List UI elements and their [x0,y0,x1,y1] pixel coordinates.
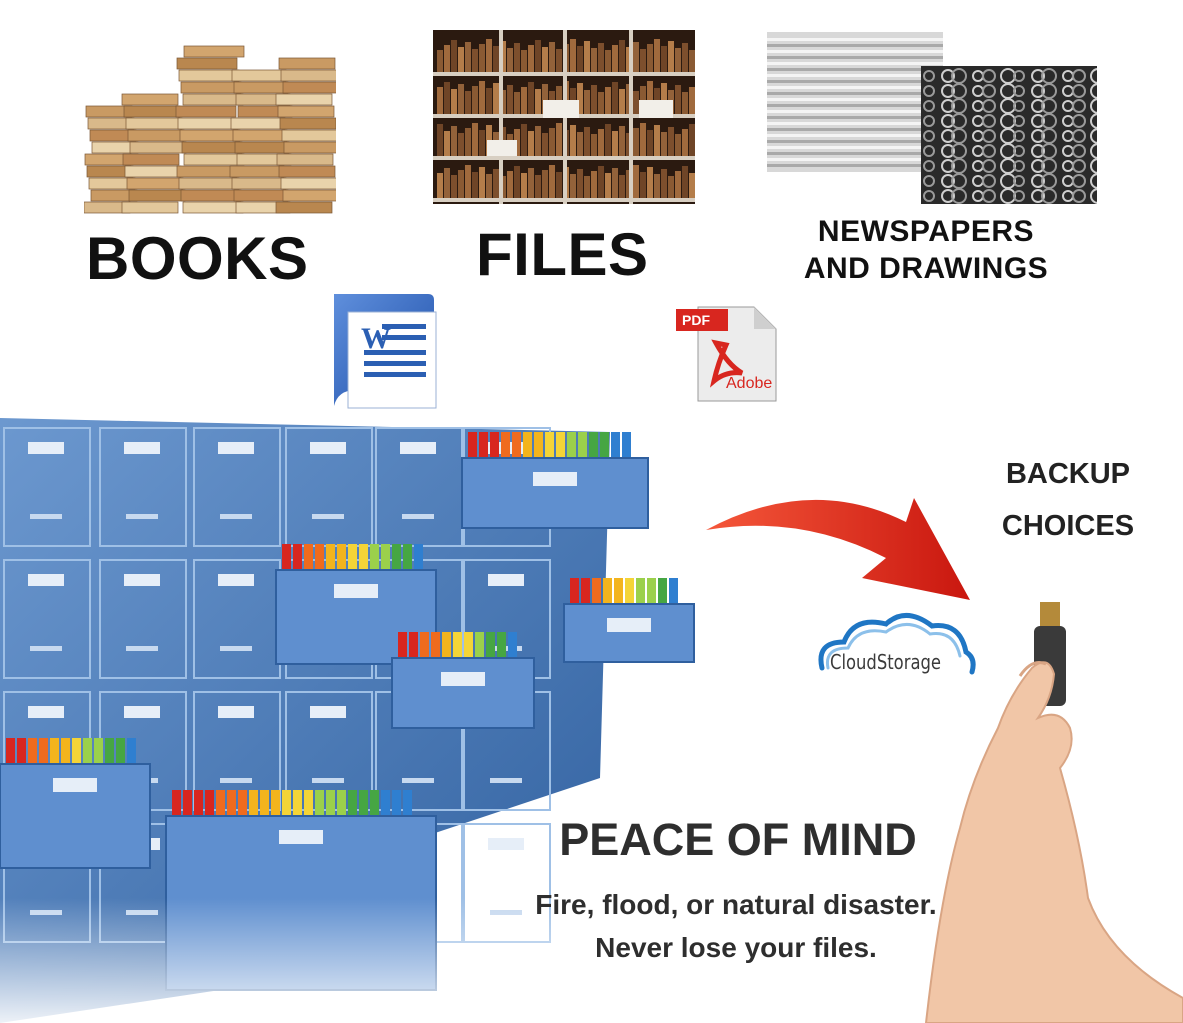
pdf-page-icon [676,306,777,402]
backup-label-line1: BACKUP [1005,458,1131,490]
red-arrow-icon [706,498,970,600]
files-label: FILES [476,221,649,288]
newspapers-drawings-label: NEWSPAPERS AND DRAWINGS [790,213,1062,287]
filing-cabinets-illustration [0,418,700,1023]
books-label: BOOKS [86,225,309,292]
cloud-storage-logo [818,613,976,675]
svg-text:W: W [361,322,391,355]
peace-of-mind-headline: PEACE OF MIND [559,814,917,865]
hand-holding-usb-illustration [924,602,1183,1023]
pdf-brand-label: Adobe [726,375,773,392]
cloud-storage-label: CloudStorage [830,650,942,674]
newspapers-label-line2: AND DRAWINGS [803,252,1049,285]
file-shelves-illustration [433,30,695,204]
books-illustration [84,45,336,214]
backup-label-line2: CHOICES [1001,510,1135,542]
word-document-icon: W [334,294,437,409]
pdf-badge-label: PDF [682,312,710,328]
tagline-line1: Fire, flood, or natural disaster. [535,889,937,920]
tagline-line2: Never lose your files. [595,932,877,963]
backup-choices-label: BACKUP CHOICES [966,448,1170,552]
newspapers-label-line1: NEWSPAPERS [817,215,1035,248]
pdf-document-icon: PDF Adobe [676,305,780,403]
newspapers-drawings-illustration [767,32,1097,204]
